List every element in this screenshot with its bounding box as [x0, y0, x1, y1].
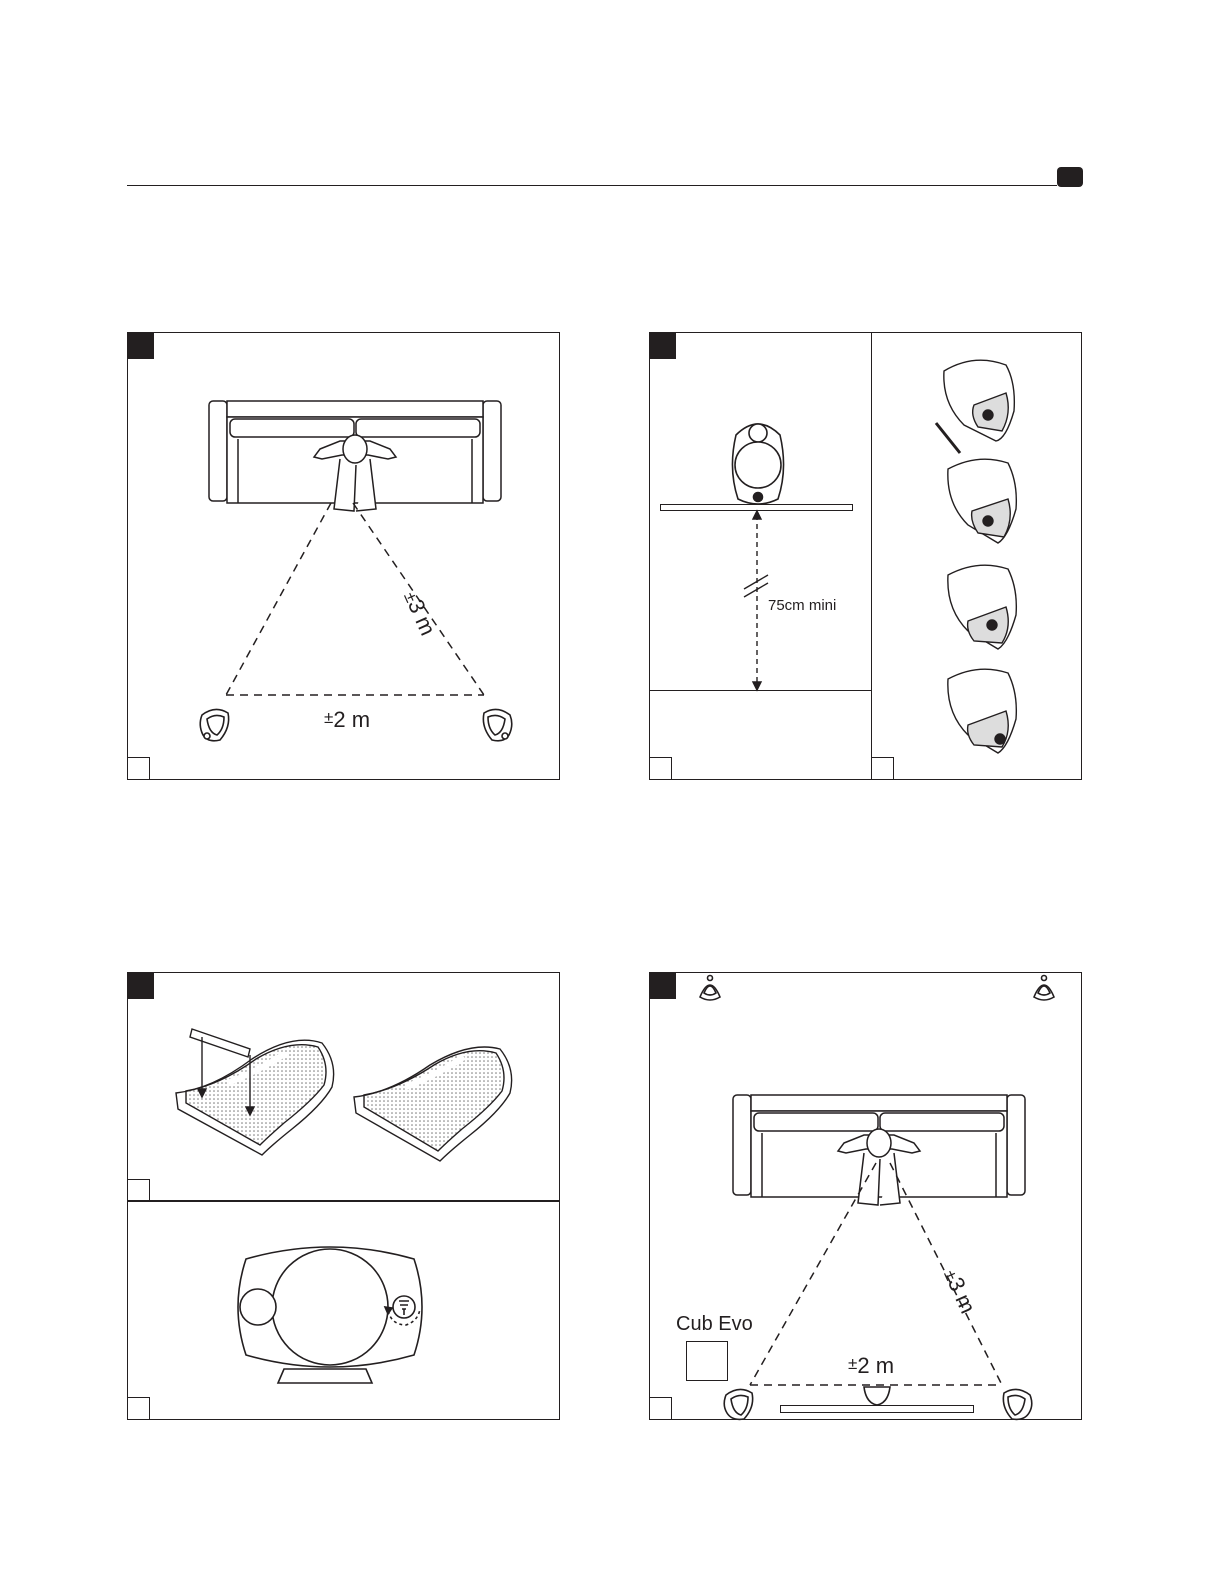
mount-step-1-icon	[934, 357, 1030, 457]
subwoofer-label: Cub Evo	[676, 1313, 753, 1336]
base-assembled-icon	[350, 1043, 520, 1165]
panel-mounting-steps	[871, 332, 1082, 780]
front-speaker-left-icon	[722, 1387, 756, 1421]
panel-logo-rotation	[127, 1200, 560, 1420]
width-label: ±2 m	[848, 1353, 894, 1379]
width-label: ±2 m	[324, 707, 370, 733]
mount-step-2-icon	[942, 457, 1030, 553]
mount-step-4-icon	[942, 667, 1030, 763]
panel-number-box	[128, 973, 154, 999]
panel-stereo-placement: ±3 m ±2 m	[127, 332, 560, 780]
tv-stand	[780, 1405, 974, 1413]
page-tab-marker	[1057, 167, 1083, 187]
speaker-left-icon	[198, 707, 232, 743]
panel-corner-box	[872, 757, 894, 779]
panel-subwoofer-placement: Cub Evo ±3 m ±2 m	[649, 972, 1082, 1420]
header-rule	[127, 185, 1057, 186]
speaker-right-icon	[480, 707, 514, 743]
panel-shelf-height: 75cm mini	[649, 332, 872, 780]
panel-corner-box	[128, 1397, 150, 1419]
center-speaker-icon	[862, 1385, 892, 1407]
mount-step-3-icon	[942, 563, 1030, 659]
subwoofer-box	[686, 1341, 728, 1381]
front-speaker-right-icon	[1000, 1387, 1034, 1421]
panel-base-assembly	[127, 972, 560, 1202]
speaker-front-wide-icon	[228, 1241, 432, 1387]
height-dimension-arrow	[650, 333, 873, 781]
height-label: 75cm mini	[768, 597, 836, 614]
panel-corner-box	[128, 1179, 150, 1201]
base-with-grille-insert-icon	[172, 1029, 342, 1159]
